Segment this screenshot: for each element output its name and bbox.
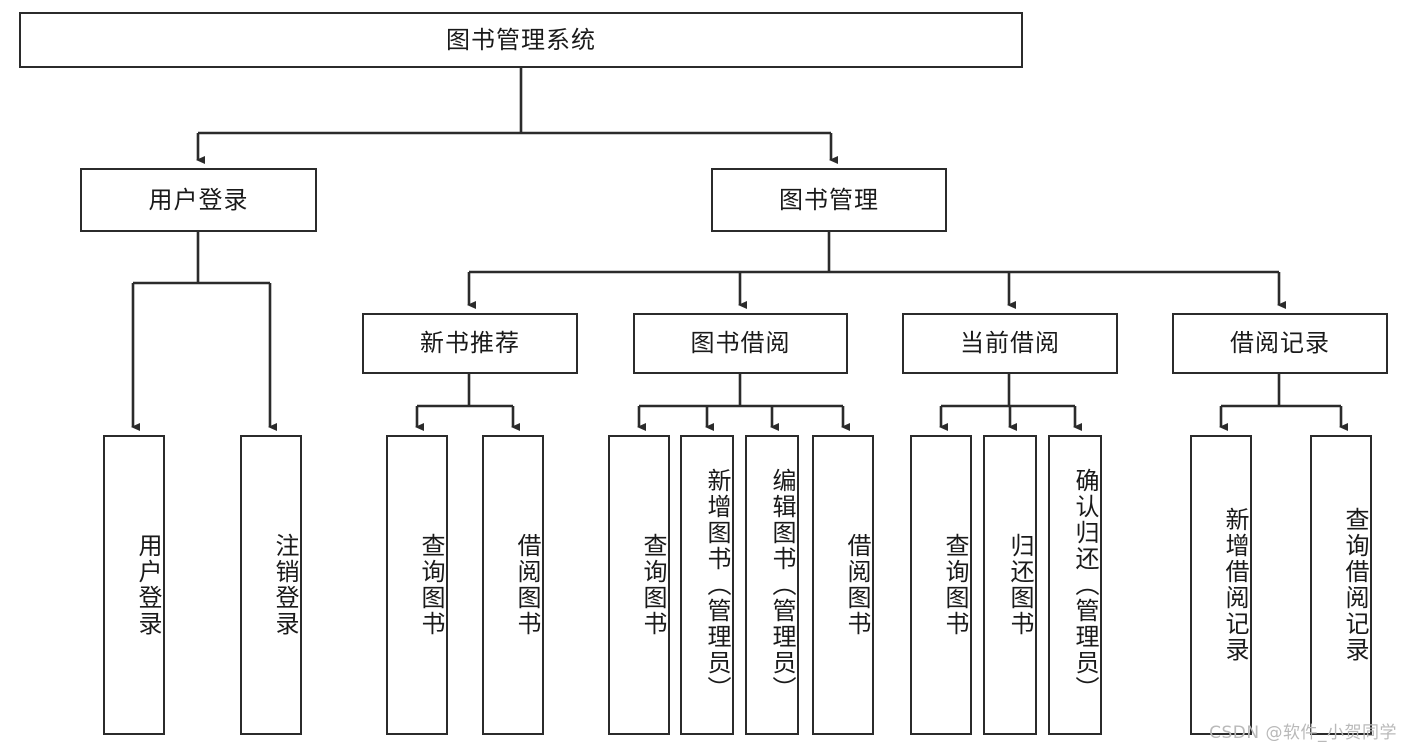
node-leaf-user-login[interactable]: 用户登录 [103,435,165,735]
node-user-login-label: 用户登录 [148,185,249,214]
node-leaf-add-borrow-record[interactable]: 新增借阅记录 [1190,435,1252,735]
node-leaf-borrow-book-2[interactable]: 借阅图书 [812,435,874,735]
node-leaf-query-book-3-label: 查询图书 [941,533,969,637]
node-leaf-borrow-book-1-label: 借阅图书 [513,533,541,637]
node-leaf-query-book-1-label: 查询图书 [417,533,445,637]
node-leaf-edit-book-admin[interactable]: 编辑图书（管理员） [745,435,799,735]
node-new-book-recommend[interactable]: 新书推荐 [362,313,578,374]
node-book-management[interactable]: 图书管理 [711,168,947,232]
node-leaf-logout-label: 注销登录 [271,533,299,637]
node-leaf-add-book-admin[interactable]: 新增图书（管理员） [680,435,734,735]
node-root[interactable]: 图书管理系统 [19,12,1023,68]
node-leaf-add-book-admin-label: 新增图书（管理员） [703,468,731,702]
node-book-borrow-label: 图书借阅 [690,329,791,358]
node-leaf-return-book[interactable]: 归还图书 [983,435,1037,735]
node-leaf-user-login-label: 用户登录 [134,533,162,637]
node-leaf-query-borrow-record[interactable]: 查询借阅记录 [1310,435,1372,735]
node-current-borrow-label: 当前借阅 [960,329,1060,358]
node-leaf-edit-book-admin-label: 编辑图书（管理员） [768,468,796,702]
node-leaf-borrow-book-2-label: 借阅图书 [843,533,871,637]
node-new-book-recommend-label: 新书推荐 [420,329,520,358]
node-leaf-query-book-1[interactable]: 查询图书 [386,435,448,735]
node-book-management-label: 图书管理 [779,185,879,214]
node-leaf-add-borrow-record-label: 新增借阅记录 [1221,507,1249,663]
node-leaf-confirm-return-admin-label: 确认归还（管理员） [1071,468,1099,702]
node-leaf-logout[interactable]: 注销登录 [240,435,302,735]
node-leaf-query-book-2-label: 查询图书 [639,533,667,637]
csdn-watermark: CSDN @软件_小贺同学 [1209,723,1397,743]
node-root-label: 图书管理系统 [446,25,596,54]
node-leaf-return-book-label: 归还图书 [1006,533,1034,637]
node-book-borrow[interactable]: 图书借阅 [633,313,848,374]
node-user-login[interactable]: 用户登录 [80,168,317,232]
node-borrow-record[interactable]: 借阅记录 [1172,313,1388,374]
node-leaf-borrow-book-1[interactable]: 借阅图书 [482,435,544,735]
node-leaf-confirm-return-admin[interactable]: 确认归还（管理员） [1048,435,1102,735]
node-leaf-query-book-2[interactable]: 查询图书 [608,435,670,735]
node-leaf-query-book-3[interactable]: 查询图书 [910,435,972,735]
node-current-borrow[interactable]: 当前借阅 [902,313,1118,374]
node-borrow-record-label: 借阅记录 [1230,329,1330,358]
node-leaf-query-borrow-record-label: 查询借阅记录 [1341,507,1369,663]
